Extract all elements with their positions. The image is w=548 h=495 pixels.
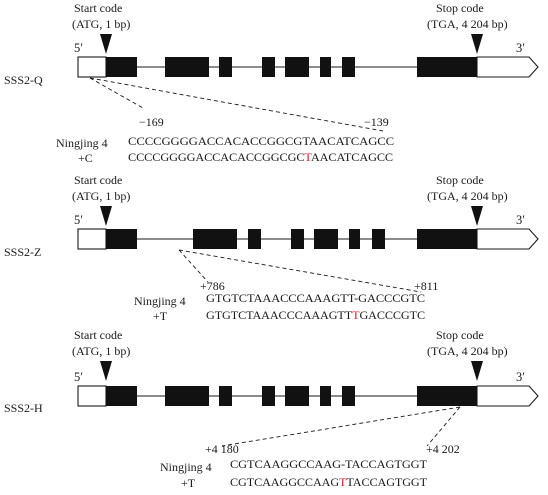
stop-codon-position: (TGA, 4 204 bp): [427, 344, 508, 358]
mutant-sequence-before: GTGTCTAAACCCAAAGTT: [206, 310, 352, 322]
variety-label: Ningjing 4: [134, 294, 186, 308]
gene-label: SSS2-Z: [4, 245, 41, 259]
mutant-sequence-before: CCCCGGGGACCACACCGGCGC: [128, 152, 304, 164]
stop-codon-marker: [471, 34, 483, 54]
exon: [417, 57, 477, 77]
start-codon-label: Start code: [74, 328, 122, 342]
stop-codon-marker: [471, 361, 483, 381]
three-prime-utr: [476, 228, 539, 250]
five-prime-label: 5′: [74, 213, 83, 227]
exon: [193, 229, 237, 249]
start-codon-marker: [100, 361, 112, 381]
three-prime-utr: [476, 56, 539, 78]
exon: [291, 229, 304, 249]
callout-line-right: [178, 249, 422, 293]
exon: [320, 57, 331, 77]
gene-panel-sss2-q: Start code (ATG, 1 bp) Stop code (TGA, 4…: [4, 1, 539, 165]
stop-codon-label: Stop code: [436, 328, 484, 342]
gene-panel-sss2-h: Start code (ATG, 1 bp) Stop code (TGA, 4…: [4, 328, 539, 490]
exon: [285, 386, 309, 406]
position-left: −169: [139, 115, 164, 129]
start-codon-position: (ATG, 1 bp): [72, 17, 130, 31]
exon: [262, 57, 275, 77]
exon: [248, 229, 261, 249]
stop-codon-label: Stop code: [436, 1, 484, 15]
mutant-sequence-before: CGTCAAGGCCAAG: [230, 477, 339, 489]
exon: [165, 57, 209, 77]
gene-label: SSS2-H: [4, 401, 43, 415]
mutation-label: +T: [153, 309, 168, 323]
mutant-sequence-after: GACCCGTC: [359, 310, 425, 322]
position-right: +811: [414, 279, 438, 293]
exon: [417, 386, 477, 406]
five-prime-utr: [77, 56, 107, 78]
stop-codon-label: Stop code: [436, 173, 484, 187]
variety-label: Ningjing 4: [160, 460, 212, 474]
reference-sequence: GTGTCTAAACCCAAAGTT-GACCCGTC: [206, 293, 425, 305]
inserted-base: T: [339, 477, 346, 489]
five-prime-utr: [77, 228, 107, 250]
inserted-base: T: [352, 310, 359, 322]
callout-line-left: [89, 77, 144, 109]
exon: [285, 57, 309, 77]
exon: [342, 386, 355, 406]
exon: [372, 229, 385, 249]
exon: [106, 57, 137, 77]
exon: [320, 386, 331, 406]
start-codon-marker: [100, 206, 112, 226]
exon: [342, 57, 355, 77]
exon: [262, 386, 275, 406]
exon: [106, 229, 137, 249]
three-prime-label: 3′: [516, 370, 525, 384]
stop-codon-position: (TGA, 4 204 bp): [427, 189, 508, 203]
exon: [314, 229, 338, 249]
five-prime-label: 5′: [74, 370, 83, 384]
five-prime-utr: [77, 385, 107, 407]
start-codon-position: (ATG, 1 bp): [72, 344, 130, 358]
exon: [349, 229, 360, 249]
position-left: +786: [200, 279, 225, 293]
callout-line-left: [221, 406, 461, 447]
three-prime-label: 3′: [516, 41, 525, 55]
three-prime-label: 3′: [516, 213, 525, 227]
variety-label: Ningjing 4: [56, 136, 108, 150]
callout-line-right: [426, 406, 461, 447]
stop-codon-marker: [471, 206, 483, 226]
mutant-sequence-after: AACATCAGCC: [311, 152, 393, 164]
mutation-label: +C: [78, 151, 93, 165]
mutation-label: +T: [181, 476, 196, 490]
start-codon-marker: [100, 34, 112, 54]
gene-panel-sss2-z: Start code (ATG, 1 bp) Stop code (TGA, 4…: [4, 173, 539, 323]
stop-codon-position: (TGA, 4 204 bp): [427, 17, 508, 31]
reference-sequence: CGTCAAGGCCAAG-TACCAGTGGT: [230, 459, 427, 471]
gene-label: SSS2-Q: [4, 73, 43, 87]
three-prime-utr: [476, 385, 539, 407]
reference-sequence: CCCCGGGGACCACACCGGCGTAACATCAGCC: [128, 136, 394, 148]
start-codon-label: Start code: [74, 1, 122, 15]
position-right: −139: [364, 115, 389, 129]
inserted-base: T: [304, 152, 312, 164]
callout-line-left: [178, 249, 209, 283]
mutant-sequence-after: TACCAGTGGT: [346, 477, 427, 489]
five-prime-label: 5′: [74, 41, 83, 55]
exon: [106, 386, 137, 406]
position-right: +4 202: [426, 442, 460, 456]
position-left: +4 180: [205, 442, 239, 456]
callout-line-right: [89, 77, 384, 132]
start-codon-position: (ATG, 1 bp): [72, 189, 130, 203]
exon: [165, 386, 209, 406]
exon: [219, 386, 232, 406]
exon: [417, 229, 477, 249]
start-codon-label: Start code: [74, 173, 122, 187]
exon: [219, 57, 232, 77]
